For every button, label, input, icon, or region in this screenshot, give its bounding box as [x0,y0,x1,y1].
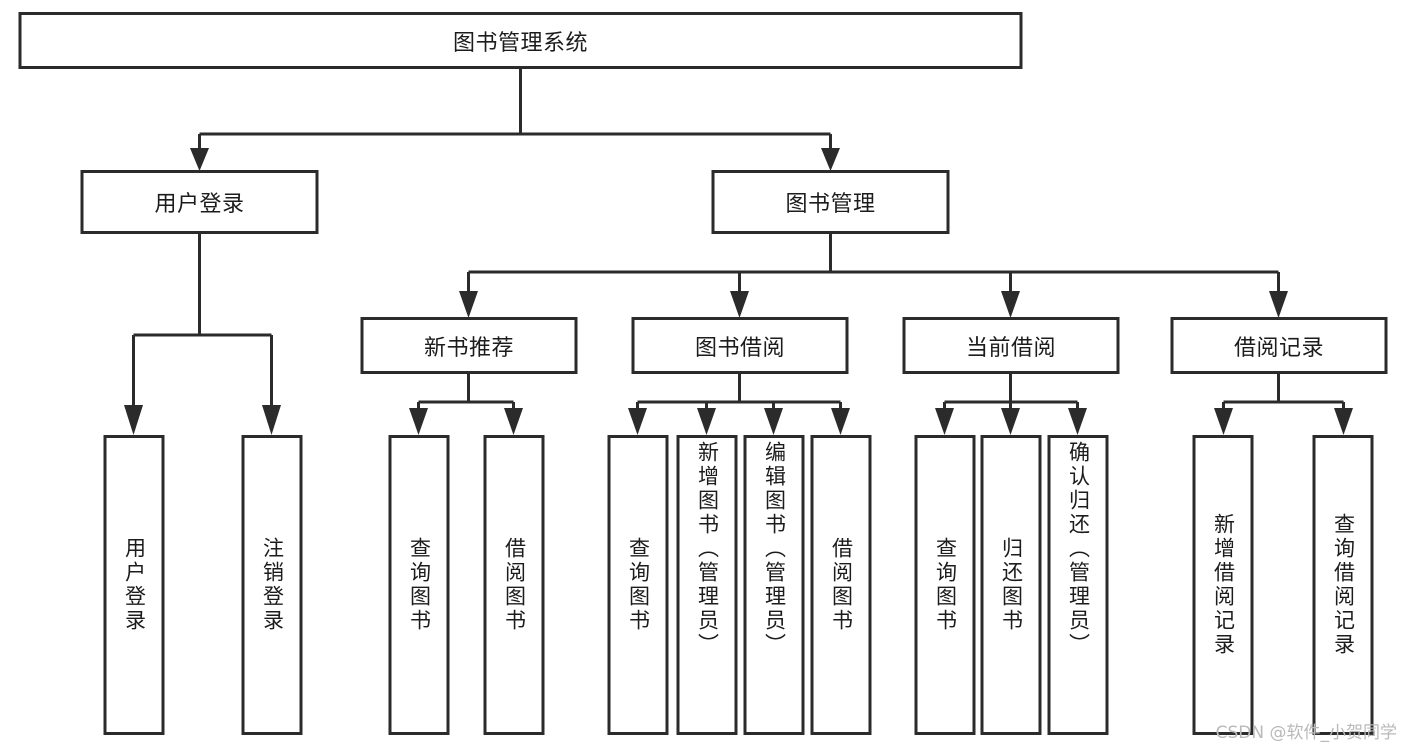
node-book-borrow[interactable] [631,317,849,374]
node-new-book-recommend[interactable] [360,317,578,374]
leaf-record-1[interactable] [1312,435,1374,735]
edges-layer [124,68,1353,435]
node-user-login[interactable] [80,170,319,234]
leaf-user-login-1[interactable] [241,435,303,735]
leaf-borrow-3[interactable] [810,435,872,735]
arrowhead-leaf-user-login [124,405,143,435]
leaf-borrow-1[interactable] [676,435,738,735]
arrowhead-current-leaf-1 [935,408,954,435]
node-book-manage[interactable] [711,170,950,234]
leaf-user-login-0[interactable] [103,435,165,735]
leaf-recommend-0[interactable] [388,435,450,735]
arrowhead-new-book-recommend [459,291,478,318]
arrowhead-user-login [190,148,209,171]
nodes-layer [18,12,1388,735]
arrowhead-borrow-leaf-2 [697,408,716,435]
arrowhead-book-manage [821,148,840,171]
leaf-record-0[interactable] [1192,435,1254,735]
node-root[interactable] [18,12,1023,69]
arrowhead-recommend-leaf-1 [409,408,428,435]
arrowhead-record-leaf-2 [1334,408,1353,435]
arrowhead-borrow-record [1269,291,1288,318]
arrowhead-current-leaf-3 [1068,408,1087,435]
arrowhead-leaf-logout [262,405,281,435]
arrowhead-record-leaf-1 [1214,408,1233,435]
arrowhead-book-borrow [730,291,749,318]
leaf-current-1[interactable] [980,435,1042,735]
arrowhead-recommend-leaf-2 [504,408,523,435]
arrowhead-current-borrow [1001,291,1020,318]
arrowhead-borrow-leaf-3 [764,408,783,435]
leaf-current-0[interactable] [914,435,976,735]
leaf-borrow-2[interactable] [743,435,805,735]
arrowhead-current-leaf-2 [1001,408,1020,435]
leaf-recommend-1[interactable] [483,435,545,735]
node-current-borrow[interactable] [902,317,1120,374]
csdn-watermark: CSDN @软件_小贺同学 [1215,723,1397,743]
arrowhead-borrow-leaf-4 [831,408,850,435]
node-borrow-record[interactable] [1170,317,1388,374]
leaf-current-2[interactable] [1047,435,1109,735]
leaf-borrow-0[interactable] [607,435,669,735]
arrowhead-borrow-leaf-1 [628,408,647,435]
